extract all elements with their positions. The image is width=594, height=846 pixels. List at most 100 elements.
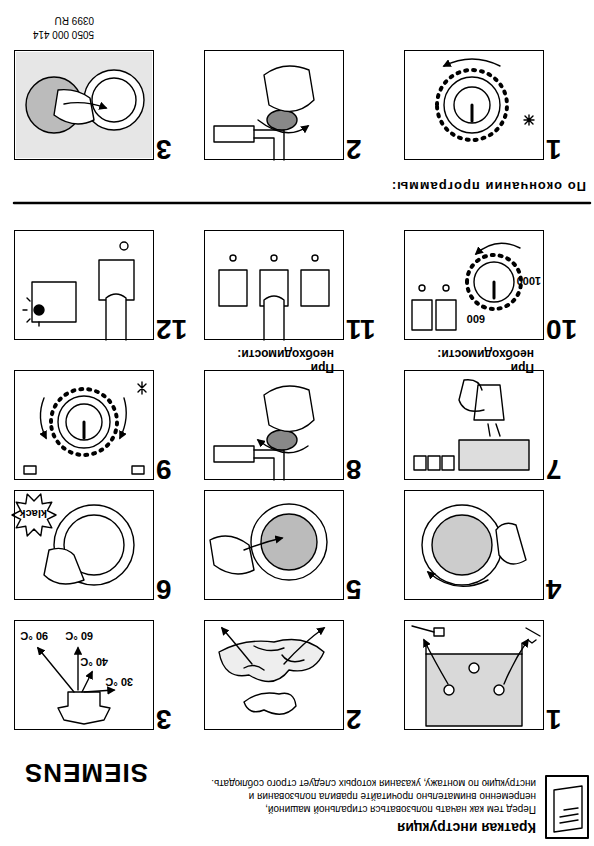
open-tap-art	[214, 386, 314, 480]
step-number: 1	[546, 135, 562, 163]
step-number: 3	[156, 705, 172, 733]
line-art-part	[284, 628, 324, 664]
line-art-part	[301, 270, 329, 306]
step-number: 3	[156, 135, 172, 163]
line-art-part	[444, 77, 500, 133]
line-art-part	[230, 255, 236, 261]
line-art-part	[428, 572, 488, 586]
line-art-part	[64, 103, 106, 108]
text-label: Перед тем как начать пользоваться стирал…	[206, 777, 536, 816]
line-art-part	[469, 663, 479, 673]
line-art-part	[560, 808, 578, 823]
step-number: 12	[156, 315, 187, 343]
line-art-part	[120, 398, 126, 438]
line-art-part	[251, 504, 327, 580]
close-door-art	[12, 494, 134, 585]
line-art-part	[437, 70, 507, 140]
line-art-part	[44, 548, 84, 584]
step-number: 2	[346, 705, 362, 733]
text-label: По окончании программы:	[391, 178, 586, 194]
line-art-part	[58, 692, 110, 724]
panel-text: 600	[467, 313, 485, 325]
step-panel: 2	[204, 620, 344, 730]
step-panel: 7	[404, 370, 544, 480]
line-art-part	[424, 640, 448, 684]
unload-art	[16, 52, 152, 158]
line-art-part	[467, 255, 521, 309]
line-art-part	[428, 456, 440, 470]
line-art-part	[254, 450, 284, 480]
transport-bolts-art	[412, 626, 540, 726]
line-art-part	[40, 398, 46, 438]
line-art-part	[496, 523, 526, 564]
step-number: 1	[546, 705, 562, 733]
temperature-sort-art	[38, 648, 114, 724]
panel-text: 60 °C	[65, 630, 93, 642]
load-laundry-art	[210, 504, 327, 580]
step-panel: 106001000	[404, 230, 544, 340]
line-art-part	[58, 396, 110, 448]
line-art-part	[474, 385, 504, 420]
line-art-part	[264, 296, 284, 340]
line-art-part	[264, 386, 314, 431]
line-art-part	[412, 626, 434, 632]
detergent-art	[414, 380, 529, 470]
close-tap-art	[214, 66, 314, 160]
separator-line	[14, 202, 590, 205]
dial-off-art	[437, 59, 534, 140]
step-number: 7	[546, 455, 562, 483]
line-art-part	[244, 693, 296, 714]
line-art-part	[219, 640, 324, 682]
panel-text: 40 °C	[80, 656, 108, 668]
line-art-part	[554, 786, 582, 832]
line-art-part	[471, 105, 474, 121]
step-panel: 11	[204, 230, 344, 340]
line-art-part	[494, 685, 504, 695]
sheet-title: Краткая инструкция	[397, 820, 536, 836]
start-button-art	[23, 242, 134, 340]
line-art-part	[32, 282, 76, 322]
line-art-part	[82, 672, 92, 692]
line-art-part	[92, 78, 136, 122]
step-number: 10	[546, 315, 577, 343]
line-art-part	[106, 294, 126, 340]
line-art-part	[84, 690, 114, 692]
text-label: 0399 RU	[55, 14, 94, 26]
line-art-part	[51, 389, 117, 455]
panel-text: klack	[19, 508, 47, 520]
step-number: 6	[156, 575, 172, 603]
step-panel: 8	[204, 370, 344, 480]
line-art-part	[214, 446, 254, 462]
panel-text: 30 °C	[105, 676, 133, 688]
line-art-part	[444, 59, 500, 66]
line-art-part	[24, 466, 36, 474]
step-panel: 12	[14, 230, 154, 340]
line-art-part	[422, 505, 502, 585]
line-art-part	[138, 382, 146, 394]
line-art-part	[426, 654, 522, 726]
line-art-part	[66, 404, 102, 440]
line-art-part	[488, 424, 500, 436]
line-art-part	[244, 646, 304, 670]
line-art-part	[261, 514, 317, 570]
line-art-part	[426, 644, 522, 654]
line-art-part	[132, 466, 144, 474]
step-panel: 390 °C60 °C40 °C30 °C	[14, 620, 154, 730]
step-number: 9	[156, 455, 172, 483]
line-art-part	[38, 648, 74, 692]
laundry-sort-art	[219, 628, 324, 714]
text-label: SIEMENS	[24, 757, 148, 788]
line-art-part	[444, 685, 454, 695]
line-art-part	[23, 298, 39, 326]
line-art-part	[267, 430, 297, 450]
line-art-part	[120, 242, 128, 250]
line-art-part	[271, 255, 277, 261]
panel-text: 1000	[517, 275, 541, 287]
line-art-part	[16, 52, 152, 158]
step-panel: 5	[204, 490, 344, 600]
line-art-part	[504, 640, 528, 684]
line-art-part	[264, 66, 314, 111]
line-art-part	[459, 380, 484, 412]
line-art-part	[412, 300, 432, 330]
